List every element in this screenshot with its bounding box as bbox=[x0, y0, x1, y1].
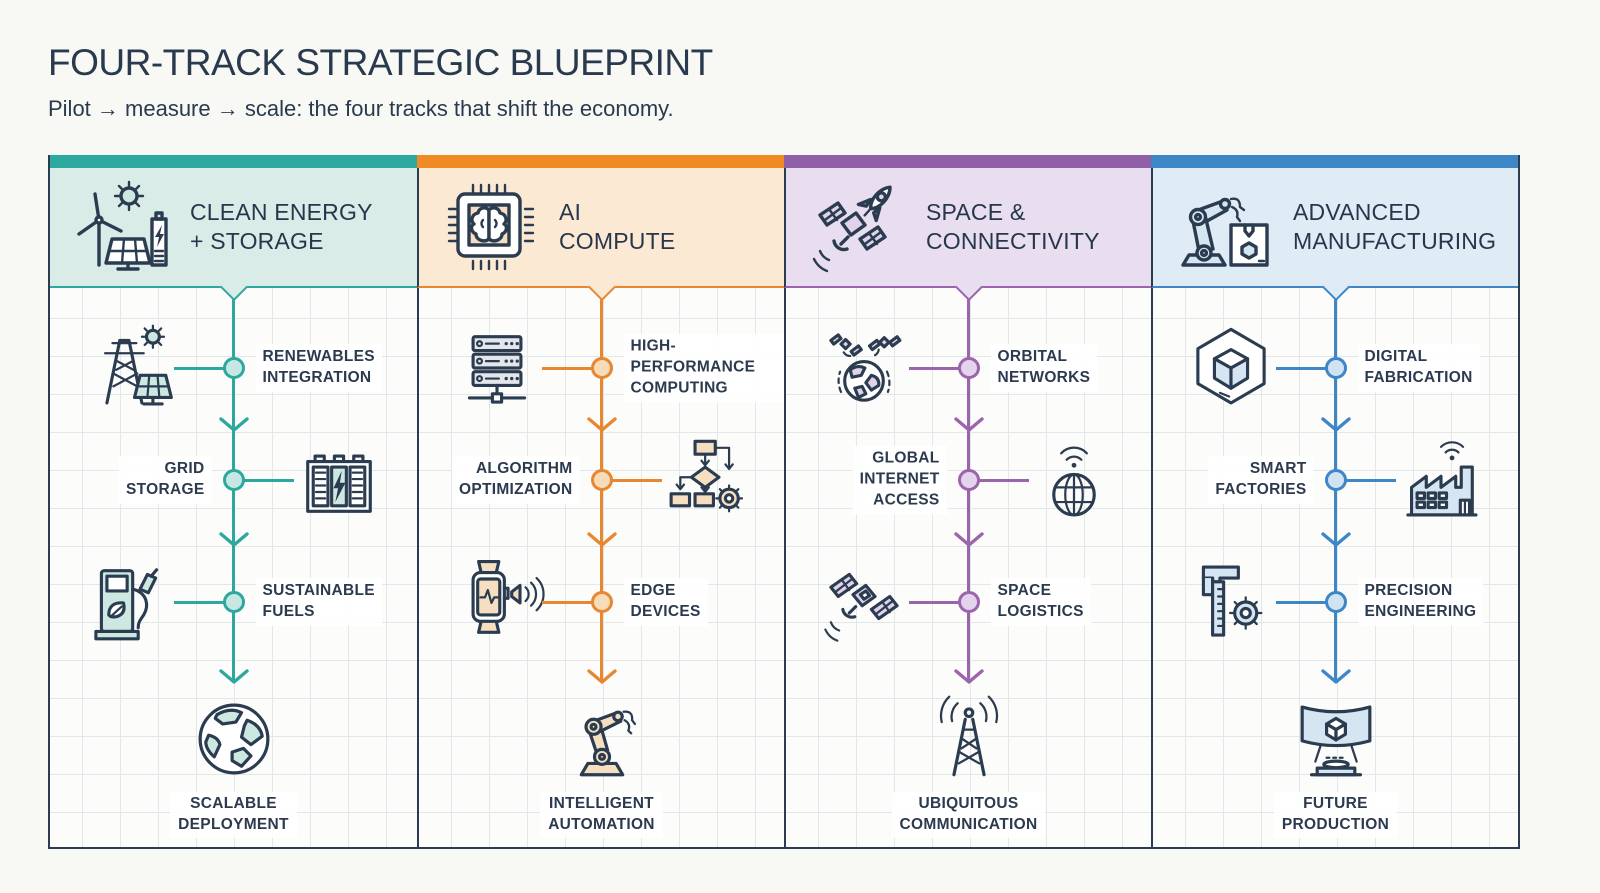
arrow-down-icon bbox=[217, 416, 251, 433]
arrow-down-icon bbox=[1319, 668, 1353, 685]
flow-node bbox=[590, 591, 613, 613]
node-connector bbox=[1275, 366, 1326, 370]
node-connector bbox=[173, 600, 224, 604]
node-connector bbox=[541, 600, 592, 604]
satellites-orbiting-earth-icon bbox=[815, 322, 913, 414]
arrow-down-icon bbox=[1319, 531, 1353, 548]
track-header: AI COMPUTE bbox=[417, 168, 784, 288]
caliper-gear-icon bbox=[1182, 556, 1280, 648]
wind-solar-battery-icon bbox=[66, 177, 178, 277]
node-connector bbox=[173, 366, 224, 370]
wireframe-globe-wifi-icon bbox=[1025, 434, 1123, 526]
flow-node bbox=[590, 357, 613, 379]
flow-node bbox=[222, 469, 245, 491]
flow-step-label: SPACE LOGISTICS bbox=[990, 578, 1091, 626]
arrow-down-icon bbox=[952, 416, 986, 433]
arrow-down-icon bbox=[217, 531, 251, 548]
flow-terminal-label: UBIQUITOUS COMMUNICATION bbox=[891, 792, 1046, 838]
satellite-rocket-icon bbox=[802, 177, 914, 277]
chip-brain-icon bbox=[435, 177, 547, 277]
arrow-down-icon bbox=[585, 416, 619, 433]
node-connector bbox=[1275, 600, 1326, 604]
flow-step-label: HIGH-PERFORMANCE COMPUTING bbox=[623, 333, 784, 403]
track-header: SPACE & CONNECTIVITY bbox=[784, 168, 1151, 288]
flow-node bbox=[957, 357, 980, 379]
flow-step-label: SMART FACTORIES bbox=[1208, 456, 1314, 504]
arrow-down-icon bbox=[217, 668, 251, 685]
robot-arm-icon bbox=[555, 692, 649, 786]
flow-node bbox=[222, 591, 245, 613]
flow-step-label: GLOBAL INTERNET ACCESS bbox=[852, 445, 947, 515]
track-body: HIGH-PERFORMANCE COMPUTING bbox=[417, 272, 784, 847]
flow-step-label: DIGITAL FABRICATION bbox=[1357, 344, 1480, 392]
factory-wifi-icon bbox=[1392, 434, 1490, 526]
flow-step-label: RENEWABLES INTEGRATION bbox=[255, 344, 382, 392]
track-title: ADVANCED MANUFACTURING bbox=[1293, 199, 1497, 254]
node-connector bbox=[541, 366, 592, 370]
flow-terminal: SCALABLE DEPLOYMENT bbox=[50, 692, 417, 838]
flow-node bbox=[1324, 591, 1347, 613]
flow-step-label: GRID STORAGE bbox=[119, 456, 212, 504]
server-rack-icon bbox=[448, 322, 546, 414]
node-connector bbox=[611, 478, 662, 482]
smartwatch-audio-icon bbox=[448, 556, 546, 648]
track-title: SPACE & CONNECTIVITY bbox=[926, 199, 1100, 254]
track-title: CLEAN ENERGY + STORAGE bbox=[190, 199, 373, 254]
blueprint-table: CLEAN ENERGY + STORAGE bbox=[48, 155, 1520, 849]
track-header: ADVANCED MANUFACTURING bbox=[1151, 168, 1518, 288]
flow-node bbox=[957, 469, 980, 491]
track-column-ai-compute: AI COMPUTE bbox=[417, 155, 784, 847]
flow-terminal: UBIQUITOUS COMMUNICATION bbox=[786, 692, 1151, 838]
flow-node bbox=[222, 357, 245, 379]
eco-fuel-pump-icon bbox=[80, 556, 178, 648]
flowchart-gear-icon bbox=[658, 434, 756, 526]
track-column-advanced-manufacturing: ADVANCED MANUFACTURING bbox=[1151, 155, 1518, 847]
battery-bank-icon bbox=[290, 434, 388, 526]
flow-step-label: PRECISION ENGINEERING bbox=[1357, 578, 1484, 626]
transmission-tower-sun-solar-icon bbox=[80, 322, 178, 414]
page-title: FOUR-TRACK STRATEGIC BLUEPRINT bbox=[48, 42, 713, 83]
track-column-clean-energy: CLEAN ENERGY + STORAGE bbox=[50, 155, 417, 847]
flow-step-label: ALGORITHM OPTIMIZATION bbox=[451, 456, 580, 504]
cube-in-hexagon-icon bbox=[1182, 322, 1280, 414]
track-column-space-connectivity: SPACE & CONNECTIVITY bbox=[784, 155, 1151, 847]
flow-terminal-label: FUTURE PRODUCTION bbox=[1273, 792, 1398, 838]
flow-node bbox=[1324, 357, 1347, 379]
robot-arm-3d-printer-icon bbox=[1169, 177, 1281, 277]
track-title: AI COMPUTE bbox=[559, 199, 676, 254]
flow-node bbox=[590, 469, 613, 491]
track-body: DIGITAL FABRICATION SMART FA bbox=[1151, 272, 1518, 847]
satellite-icon bbox=[815, 556, 913, 648]
accent-bar bbox=[50, 155, 417, 168]
flow-terminal-label: SCALABLE DEPLOYMENT bbox=[170, 792, 297, 838]
track-header: CLEAN ENERGY + STORAGE bbox=[50, 168, 417, 288]
flow-step-label: SUSTAINABLE FUELS bbox=[255, 578, 382, 626]
page-subtitle: Pilot → measure → scale: the four tracks… bbox=[48, 96, 674, 121]
flow-terminal: FUTURE PRODUCTION bbox=[1153, 692, 1518, 838]
arrow-down-icon bbox=[585, 668, 619, 685]
node-connector bbox=[243, 478, 294, 482]
arrow-down-icon bbox=[952, 668, 986, 685]
arrow-down-icon bbox=[585, 531, 619, 548]
accent-bar bbox=[1151, 155, 1518, 168]
node-connector bbox=[978, 478, 1029, 482]
arrow-down-icon bbox=[952, 531, 986, 548]
track-body: RENEWABLES INTEGRATION bbox=[50, 272, 417, 847]
node-connector bbox=[908, 366, 959, 370]
node-connector bbox=[908, 600, 959, 604]
radio-tower-icon bbox=[922, 692, 1016, 786]
track-body: ORBITAL NETWORKS GLOBAL INTERNET ACCESS bbox=[784, 272, 1151, 847]
node-connector bbox=[1345, 478, 1396, 482]
flow-step-label: EDGE DEVICES bbox=[623, 578, 708, 626]
hologram-display-icon bbox=[1289, 692, 1383, 786]
flow-step-label: ORBITAL NETWORKS bbox=[990, 344, 1098, 392]
flow-node bbox=[1324, 469, 1347, 491]
accent-bar bbox=[417, 155, 784, 168]
flow-terminal-label: INTELLIGENT AUTOMATION bbox=[540, 792, 663, 838]
flow-terminal: INTELLIGENT AUTOMATION bbox=[419, 692, 784, 838]
flow-node bbox=[957, 591, 980, 613]
globe-earth-icon bbox=[187, 692, 281, 786]
arrow-down-icon bbox=[1319, 416, 1353, 433]
accent-bar bbox=[784, 155, 1151, 168]
